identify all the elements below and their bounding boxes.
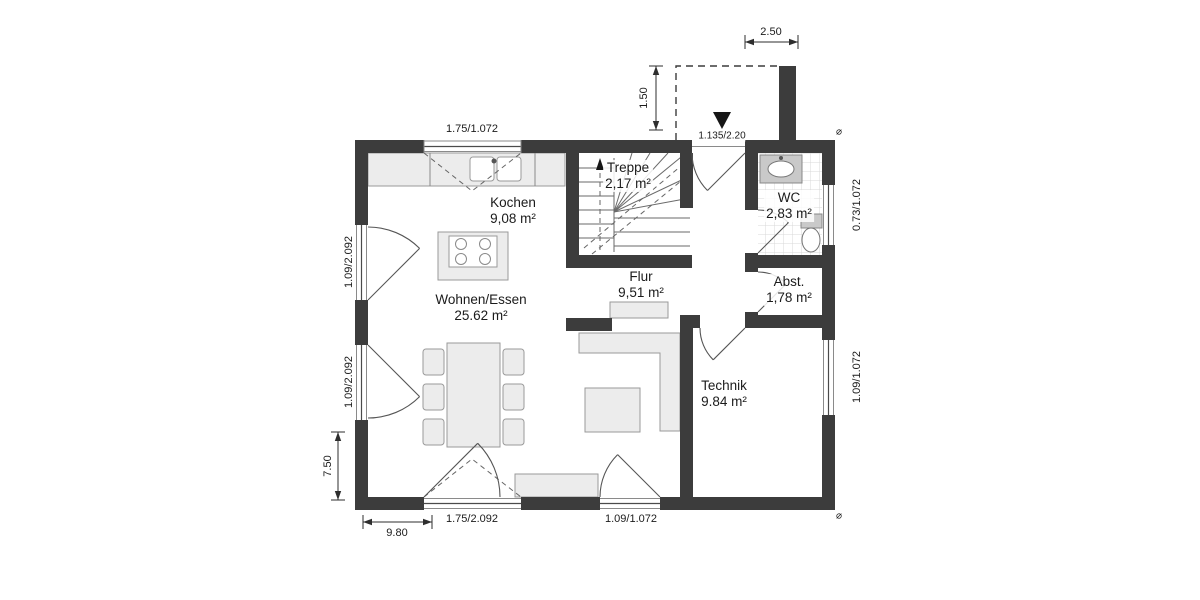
chair — [502, 383, 525, 411]
chair — [422, 418, 445, 446]
wall-top-mid — [521, 140, 692, 153]
stair-direction-arrow-icon — [596, 158, 604, 170]
window-top — [423, 140, 522, 192]
dimension-lines — [331, 35, 799, 529]
porch-pillar — [779, 66, 796, 140]
walls — [355, 66, 835, 510]
window-bottom — [600, 498, 660, 509]
dim-line-total-height — [331, 431, 345, 501]
burner-icon — [479, 238, 491, 250]
dim-line-porch-width — [744, 35, 799, 49]
window-tilt-symbol — [423, 458, 522, 498]
chair — [422, 348, 445, 376]
wall-technik-left — [680, 328, 693, 497]
burner-icon — [479, 253, 491, 265]
stair-cut-line — [583, 159, 689, 249]
living-nook-furniture — [578, 301, 681, 433]
bottom-window-door — [599, 454, 661, 498]
sink-basin-right — [496, 156, 522, 182]
wall-top-right — [745, 140, 835, 153]
wc-fixtures — [759, 154, 823, 253]
left-upper-terrace-door — [367, 226, 420, 301]
dim-line-total-width — [362, 515, 433, 529]
hall-sideboard — [609, 301, 669, 319]
wall-stair-bottom — [566, 255, 692, 268]
wall-right-3 — [822, 415, 835, 497]
entrance-marker-icon — [713, 112, 731, 129]
window-left-lower — [356, 345, 367, 420]
wall-corridor-right — [680, 153, 693, 208]
window-right-lower — [823, 340, 834, 415]
wall-wc-left-mid — [745, 253, 758, 272]
bottom-terrace-door — [423, 442, 501, 498]
window-tilt-symbol — [423, 152, 522, 192]
stair-cut-line — [591, 171, 693, 255]
entrance-door — [691, 152, 746, 191]
chair — [502, 418, 525, 446]
toilet-bowl — [801, 227, 821, 253]
faucet-icon — [779, 156, 783, 160]
wall-wc-left-top — [745, 153, 758, 210]
chair — [502, 348, 525, 376]
windows — [356, 140, 834, 509]
terrace-door-opening — [423, 458, 522, 509]
wall-abst-bottom — [745, 315, 835, 328]
doors — [367, 152, 789, 498]
wall-right-1 — [822, 153, 835, 185]
sideboard-bottom — [514, 473, 599, 498]
technik-door — [699, 327, 746, 361]
window-right-upper — [823, 185, 834, 245]
porch-outline — [675, 65, 779, 140]
staircase — [579, 152, 693, 255]
wall-bottom-left — [355, 497, 424, 510]
wall-hall-stub — [566, 318, 612, 331]
window-left-upper — [356, 225, 367, 300]
chair — [422, 383, 445, 411]
dim-line-porch-depth — [649, 65, 663, 131]
toilet-tank — [800, 213, 823, 229]
washbasin — [767, 160, 795, 178]
left-lower-terrace-door — [367, 344, 420, 419]
burner-icon — [455, 238, 467, 250]
wall-stair-left — [566, 153, 579, 268]
wall-bottom-mid — [521, 497, 600, 510]
dining-table — [446, 342, 501, 448]
burner-icon — [455, 253, 467, 265]
kitchen-furniture — [367, 152, 566, 281]
nook-table — [584, 387, 641, 433]
wall-left-3 — [355, 420, 368, 497]
cooktop-panel — [448, 235, 498, 268]
dining-furniture — [422, 342, 599, 498]
faucet-icon — [491, 158, 497, 164]
kitchen-counter — [367, 152, 566, 187]
wall-top-left — [355, 140, 424, 153]
abst-door — [757, 271, 787, 313]
wall-bottom-right — [660, 497, 835, 510]
wall-technik-top — [680, 315, 700, 328]
wall-wc-abst-divider — [758, 255, 835, 268]
wall-left-1 — [355, 153, 368, 225]
sink-basin-left — [469, 156, 495, 182]
wall-left-2 — [355, 300, 368, 345]
